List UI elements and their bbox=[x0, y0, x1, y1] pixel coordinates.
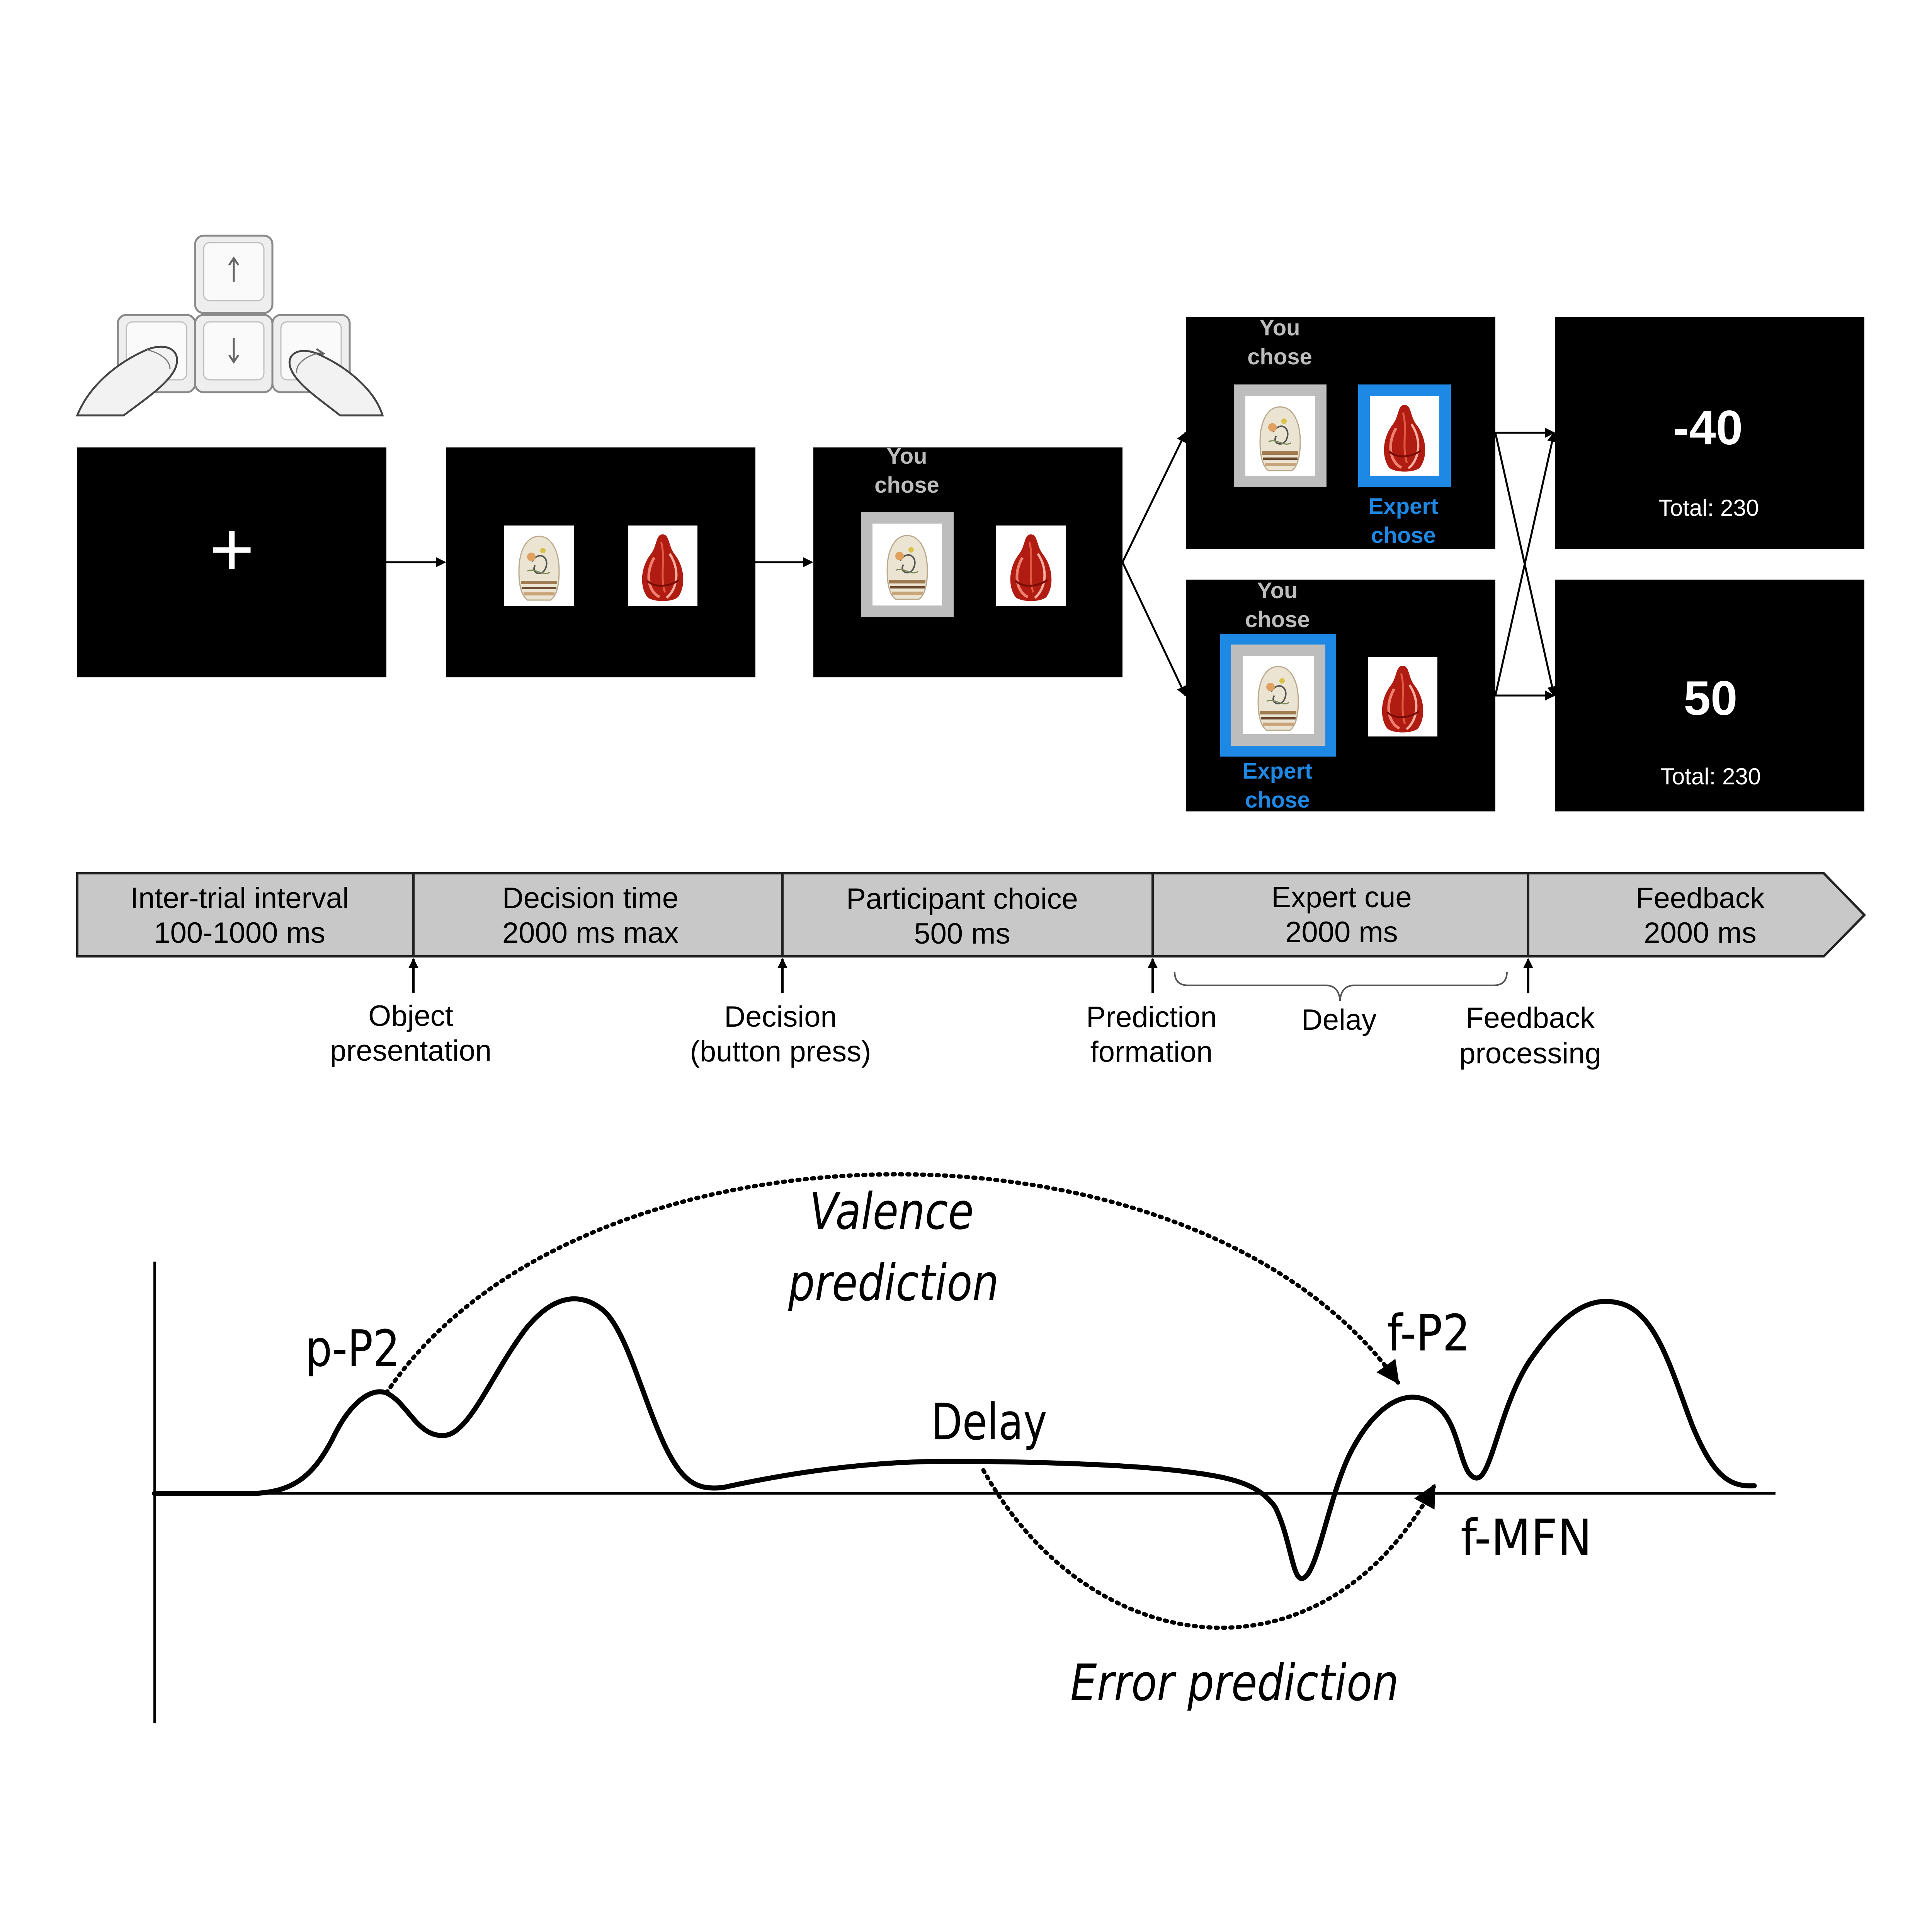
expert-chose-line2: chose bbox=[1245, 787, 1310, 813]
phase-name: Expert cue bbox=[1271, 881, 1412, 914]
p-p2-label: p-P2 bbox=[305, 1319, 400, 1378]
you-chose-line2: chose bbox=[1245, 607, 1310, 632]
valence-prediction-arrow bbox=[384, 1172, 1400, 1395]
phase-duration: 2000 ms bbox=[1644, 917, 1757, 949]
feedback-score: -40 bbox=[1673, 401, 1743, 455]
key-down bbox=[195, 315, 272, 392]
fixation-cross: + bbox=[209, 506, 255, 592]
phase-duration: 500 ms bbox=[914, 917, 1010, 950]
error-prediction-label: Error prediction bbox=[1070, 1653, 1399, 1712]
f-mfn-label: f-MFN bbox=[1461, 1509, 1592, 1567]
event-label: (button press) bbox=[690, 1035, 871, 1068]
participant-choice-screen: You chose bbox=[813, 444, 1122, 677]
event-label: Feedback bbox=[1466, 1002, 1595, 1034]
feedback-score: 50 bbox=[1684, 672, 1737, 725]
delay-brace bbox=[1174, 971, 1508, 1001]
error-prediction-arrow bbox=[981, 1468, 1437, 1630]
keyboard-illustration bbox=[76, 236, 384, 417]
up-arrow-icon bbox=[228, 256, 240, 282]
decision-screen bbox=[446, 447, 755, 677]
phase-name: Feedback bbox=[1636, 882, 1765, 915]
feedback-negative-screen: -40 Total: 230 bbox=[1555, 317, 1864, 549]
timeline: Inter-trial interval 100-1000 ms Decisio… bbox=[76, 872, 1866, 1070]
feedback-total: Total: 230 bbox=[1660, 764, 1761, 789]
phase-name: Decision time bbox=[502, 882, 679, 915]
left-finger-icon bbox=[76, 345, 178, 417]
valence-label: Valence bbox=[810, 1182, 974, 1241]
event-label: processing bbox=[1459, 1037, 1601, 1070]
feedback-total: Total: 230 bbox=[1658, 495, 1759, 521]
flow-arrows bbox=[386, 428, 1557, 701]
event-label: presentation bbox=[330, 1034, 492, 1067]
timeline-bar bbox=[76, 872, 1866, 957]
f-p2-label: f-P2 bbox=[1387, 1304, 1470, 1362]
right-finger-icon bbox=[288, 350, 384, 417]
erp-delay-label: Delay bbox=[931, 1393, 1047, 1451]
delay-label: Delay bbox=[1301, 1003, 1376, 1036]
down-arrow-icon bbox=[228, 338, 240, 364]
key-up bbox=[195, 236, 272, 313]
you-chose-line1: You bbox=[1257, 578, 1298, 603]
expert-chose-line1: Expert bbox=[1369, 494, 1439, 519]
you-chose-line1: You bbox=[1259, 315, 1300, 340]
expert-chose-line1: Expert bbox=[1243, 759, 1313, 784]
phase-name: Participant choice bbox=[846, 883, 1078, 915]
phase-duration: 2000 ms max bbox=[502, 917, 679, 949]
fixation-screen: + bbox=[77, 447, 386, 677]
event-label: formation bbox=[1090, 1036, 1213, 1068]
expert-disagree-screen: You chose Expert chose bbox=[1186, 315, 1495, 549]
you-chose-line2: chose bbox=[1247, 344, 1312, 369]
feedback-positive-screen: 50 Total: 230 bbox=[1555, 580, 1864, 811]
event-label: Decision bbox=[724, 1000, 837, 1033]
phase-duration: 2000 ms bbox=[1285, 916, 1398, 949]
event-label: Object bbox=[368, 1000, 453, 1032]
erp-schematic: p-P2 Valence prediction f-P2 Delay f-MFN… bbox=[152, 1172, 1776, 1723]
phase-name: Inter-trial interval bbox=[130, 882, 349, 915]
expert-agree-screen: You chose Expert chose bbox=[1186, 578, 1495, 813]
erp-waveform bbox=[152, 1296, 1757, 1581]
expert-chose-line2: chose bbox=[1371, 523, 1436, 548]
you-chose-line1: You bbox=[886, 444, 927, 469]
event-label: Prediction bbox=[1086, 1001, 1217, 1034]
valence-label: prediction bbox=[788, 1253, 999, 1312]
phase-duration: 100-1000 ms bbox=[154, 917, 325, 949]
you-chose-line2: chose bbox=[874, 473, 939, 498]
